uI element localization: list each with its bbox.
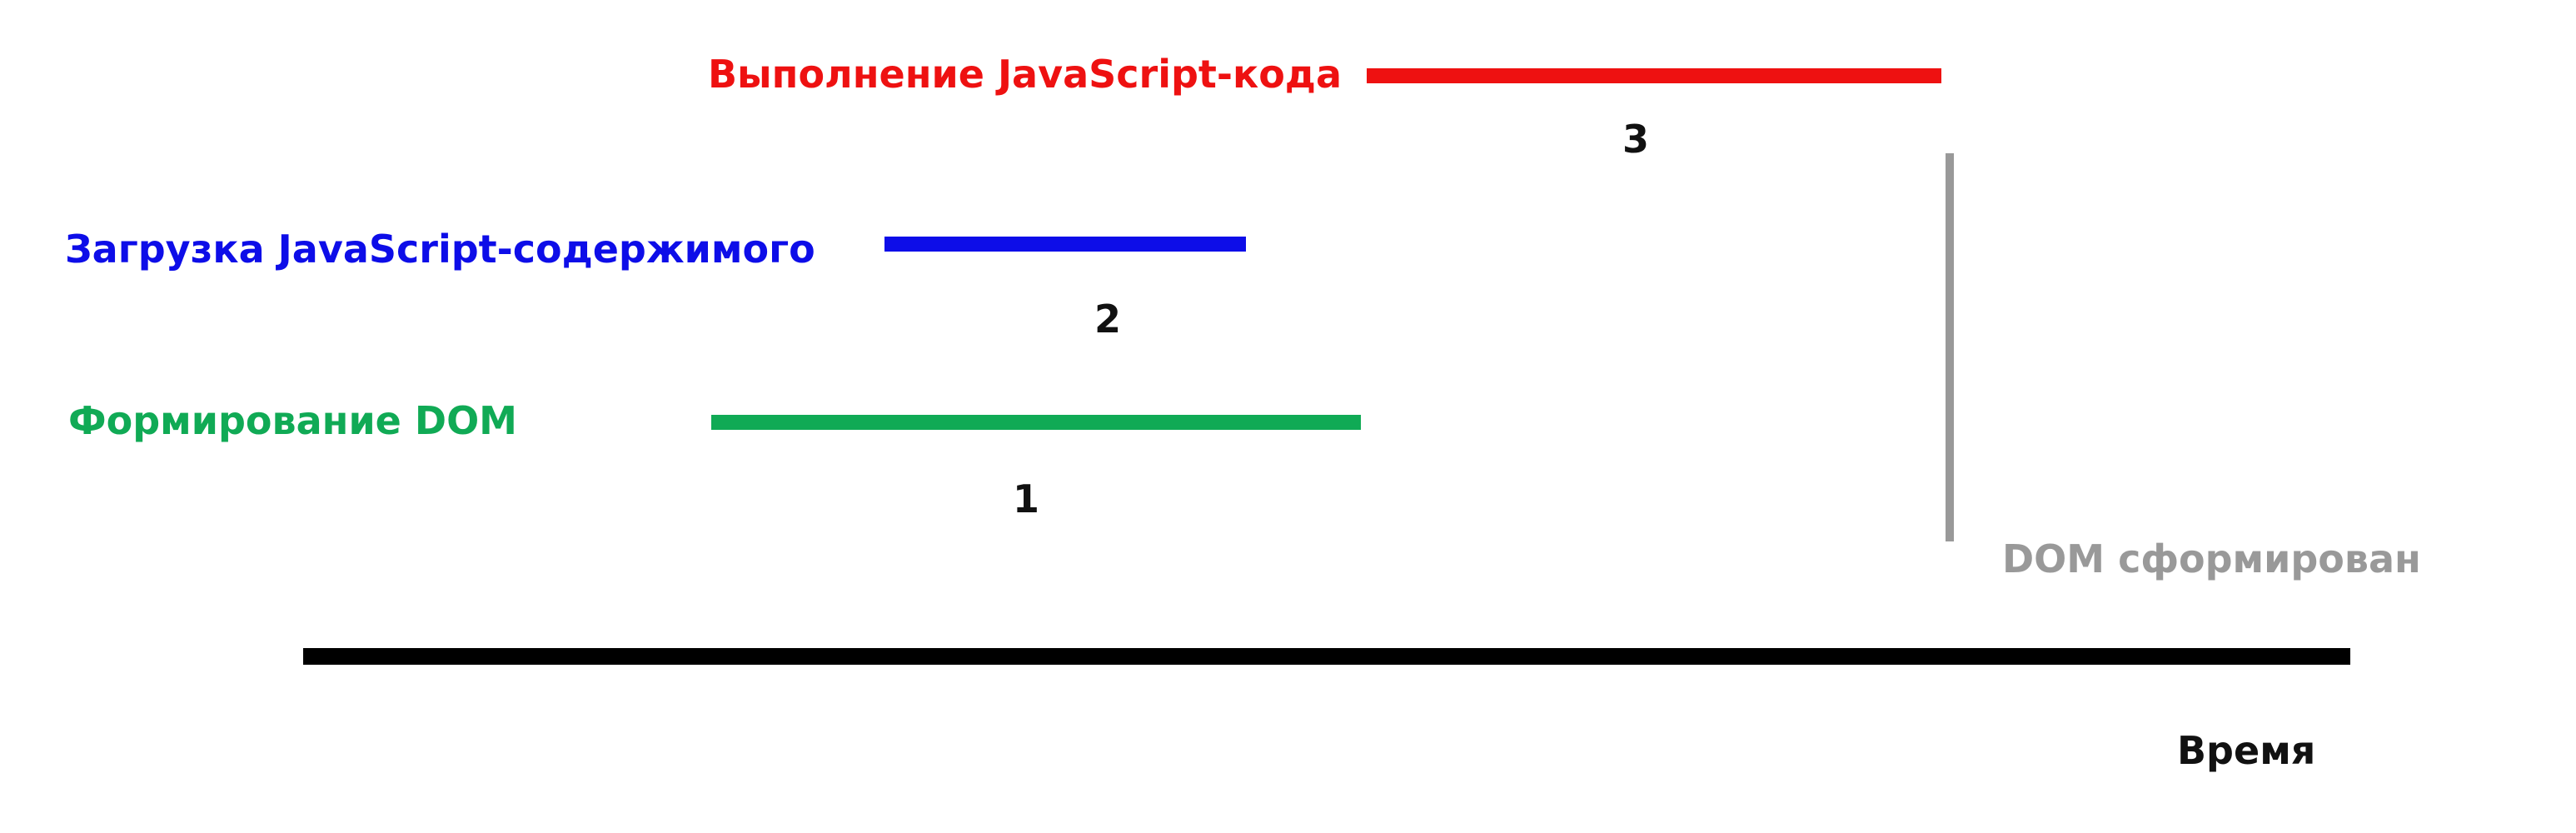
- dom-number: 1: [1012, 476, 1039, 521]
- dom-ready-label: DOM сформирован: [2002, 536, 2421, 581]
- load-bar: [884, 237, 1246, 252]
- exec-bar: [1367, 68, 1941, 83]
- exec-label: Выполнение JavaScript-кода: [708, 52, 1342, 97]
- dom-bar: [711, 415, 1361, 430]
- dom-ready-marker-line: [1946, 153, 1954, 541]
- load-label: Загрузка JavaScript-содержимого: [65, 227, 815, 272]
- exec-number: 3: [1622, 117, 1649, 162]
- load-number: 2: [1094, 297, 1121, 342]
- time-axis-line: [303, 648, 2350, 665]
- time-axis-label: Время: [2177, 728, 2316, 773]
- dom-label: Формирование DOM: [68, 398, 517, 443]
